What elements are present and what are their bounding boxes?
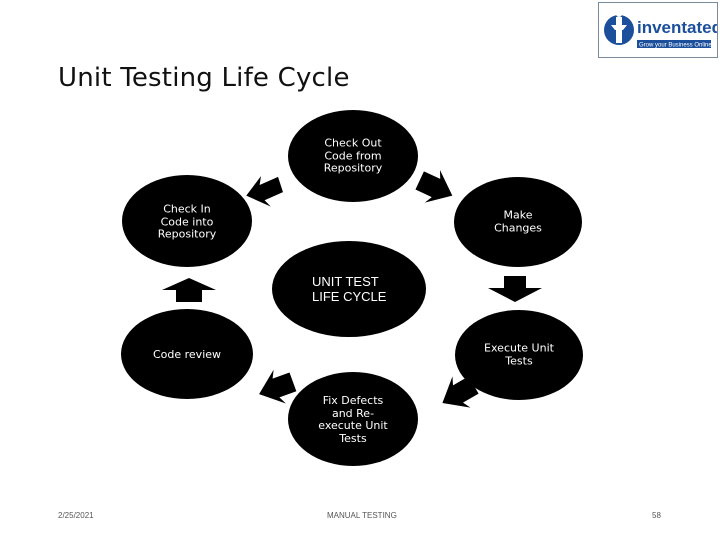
inventateq-logo: inventateq Grow your Business Online: [598, 2, 718, 58]
arrow-execute-to-fix: [442, 376, 479, 408]
arrow-checkout-to-make: [415, 169, 453, 203]
node-label-fix-defects: Fix Defects and Re- execute Unit Tests: [318, 394, 388, 445]
footer-date: 2/25/2021: [58, 511, 94, 520]
node-execute-tests: [455, 310, 583, 400]
node-label-check-in: Check In Code into Repository: [157, 202, 217, 241]
node-check-in: [122, 175, 252, 267]
node-label-make-changes: Make Changes: [494, 208, 542, 234]
node-code-review: [121, 309, 253, 399]
page-number: 58: [652, 511, 661, 520]
arrow-review-to-checkin: [162, 278, 216, 302]
arrow-fix-to-review: [259, 369, 297, 404]
node-label-check-out: Check Out Code from Repository: [323, 136, 383, 175]
footer-title: MANUAL TESTING: [327, 511, 397, 520]
node-center: [272, 241, 426, 337]
arrow-make-to-execute: [488, 276, 542, 302]
svg-text:Grow your Business Online: Grow your Business Online: [639, 43, 712, 49]
node-label-execute-tests: Execute Unit Tests: [484, 341, 554, 367]
node-make-changes: [454, 177, 582, 267]
center-label: UNIT TEST LIFE CYCLE: [312, 274, 387, 304]
svg-text:inventateq: inventateq: [637, 18, 717, 37]
slide-title: Unit Testing Life Cycle: [58, 63, 350, 93]
node-label-code-review: Code review: [152, 347, 222, 361]
node-fix-defects: [288, 372, 418, 466]
arrow-checkin-to-checkout: [246, 176, 283, 207]
node-check-out: [288, 110, 418, 202]
